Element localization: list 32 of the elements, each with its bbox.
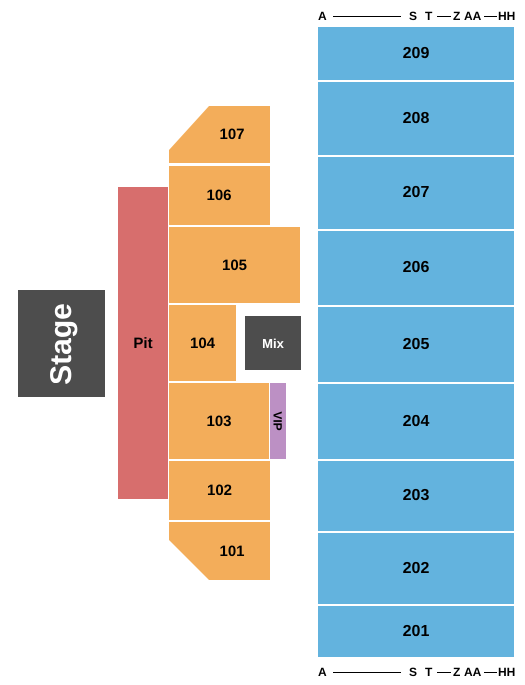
seating-section: 102 [169, 461, 270, 520]
seating-section: 209 [318, 27, 514, 80]
row-letter: S [409, 10, 418, 22]
seating-section: 205 [318, 307, 514, 382]
seating-section: 206 [318, 231, 514, 305]
seating-section: 207 [318, 157, 514, 229]
row-letter: Z [453, 10, 460, 22]
seating-section: 105 [169, 227, 300, 303]
seating-section: 101 [169, 522, 270, 580]
seating-section: 201 [318, 606, 514, 657]
seating-section: 208 [318, 82, 514, 155]
row-letter: S [409, 666, 418, 678]
seating-section: 106 [169, 166, 270, 225]
row-letter: T [425, 666, 432, 678]
row-letter: HH [498, 10, 516, 22]
mix-position: Mix [245, 316, 301, 370]
seating-section: 103 [169, 383, 269, 459]
seating-section: 107 [169, 106, 270, 163]
row-letter: T [425, 10, 432, 22]
seating-section: 204 [318, 384, 514, 459]
row-letter: A [318, 666, 327, 678]
row-letter: HH [498, 666, 516, 678]
row-letter: A [318, 10, 327, 22]
row-letter: AA [464, 10, 482, 22]
seating-section: 203 [318, 461, 514, 531]
seating-section: 104 [169, 305, 236, 381]
row-letter: AA [464, 666, 482, 678]
pit-section: Pit [118, 187, 168, 499]
seating-section: 202 [318, 533, 514, 604]
vip-section: VIP [270, 383, 286, 459]
row-letter: Z [453, 666, 460, 678]
stage-block: Stage [18, 290, 105, 397]
